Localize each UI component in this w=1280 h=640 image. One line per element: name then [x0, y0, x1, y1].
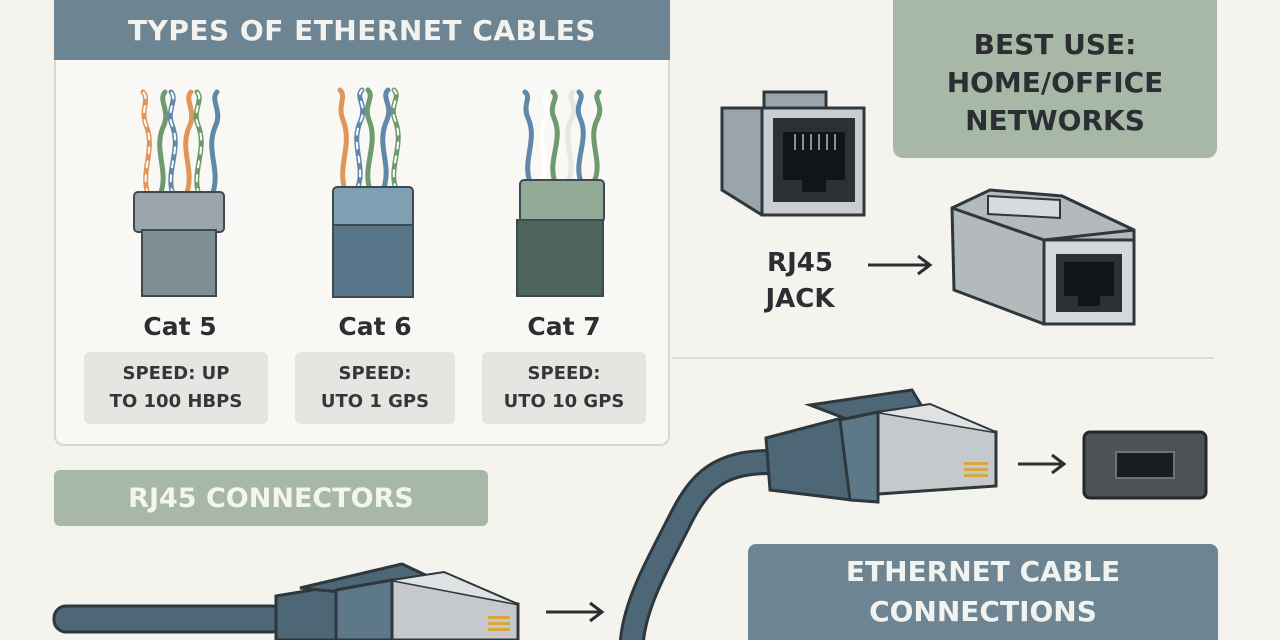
section-divider	[672, 357, 1214, 359]
rj45-connectors-title: RJ45 CONNECTORS	[128, 482, 414, 514]
speed-line: UTO 1 GPS	[320, 391, 430, 412]
cat7-cable-icon	[516, 89, 605, 297]
speed-line: SPEED:	[338, 363, 412, 384]
ethernet-connections-banner: ETHERNET CABLE CONNECTIONS	[748, 544, 1218, 640]
cat6-speed-box: SPEED: UTO 1 GPS	[295, 352, 455, 424]
connections-line: CONNECTIONS	[869, 595, 1097, 628]
best-use-line: HOME/OFFICE	[946, 66, 1164, 99]
ethernet-cable-plug-icon	[619, 388, 998, 640]
cat7-speed-box: SPEED: UTO 10 GPS	[482, 352, 646, 424]
best-use-line: BEST USE:	[973, 28, 1137, 61]
rj45-jack-icon	[720, 90, 866, 217]
arrow-icon	[1018, 453, 1067, 475]
best-use-box: BEST USE: HOME/OFFICE NETWORKS	[893, 0, 1217, 158]
speed-line: SPEED: UP	[122, 363, 230, 384]
arrow-icon	[868, 254, 933, 276]
rj45-connector-plug-icon	[52, 562, 520, 640]
rj45-plug-icon	[950, 188, 1136, 326]
cat5-cable-icon	[133, 89, 225, 297]
connections-line: ETHERNET CABLE	[845, 555, 1121, 588]
best-use-line: NETWORKS	[965, 104, 1145, 137]
page-title: TYPES OF ETHERNET CABLES	[54, 0, 670, 60]
ethernet-port-icon	[1082, 430, 1208, 500]
cat6-label: Cat 6	[338, 312, 412, 341]
speed-line: UTO 10 GPS	[503, 391, 625, 412]
rj45-connectors-banner: RJ45 CONNECTORS	[54, 470, 488, 526]
jack-label-line: RJ45	[767, 248, 833, 278]
speed-line: TO 100 HBPS	[109, 391, 243, 412]
cat5-label: Cat 5	[143, 312, 217, 341]
cat5-speed-box: SPEED: UP TO 100 HBPS	[84, 352, 268, 424]
rj45-jack-label: RJ45 JACK	[760, 245, 840, 317]
cat6-cable-icon	[332, 87, 414, 298]
speed-line: SPEED:	[527, 363, 601, 384]
arrow-icon	[546, 601, 605, 623]
jack-label-line: JACK	[765, 284, 835, 314]
cat7-label: Cat 7	[527, 312, 601, 341]
page-title-text: TYPES OF ETHERNET CABLES	[127, 13, 597, 47]
